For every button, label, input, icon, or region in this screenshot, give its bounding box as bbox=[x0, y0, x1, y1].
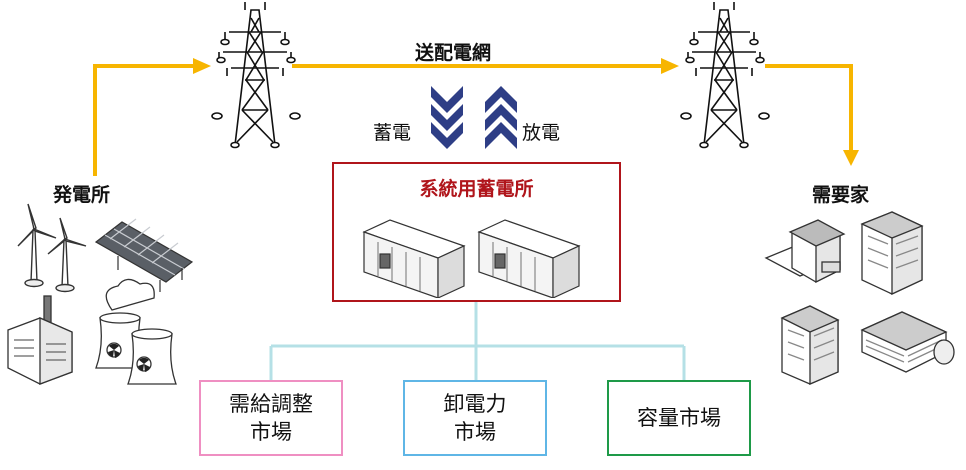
market-connector-lines bbox=[269, 302, 686, 380]
nuclear-plant-icon bbox=[95, 278, 177, 385]
grid-label: 送配電網 bbox=[415, 42, 492, 64]
market-capacity-box: 容量市場 bbox=[607, 380, 751, 456]
transmission-tower-icon bbox=[211, 2, 301, 149]
market-wholesale-box: 卸電力 市場 bbox=[403, 380, 547, 456]
house-icon bbox=[764, 219, 846, 284]
generation-label: 発電所 bbox=[53, 184, 111, 206]
discharge-arrow-icon bbox=[485, 86, 517, 149]
market-balancing-line1: 需給調整 bbox=[229, 391, 313, 416]
building-icon bbox=[780, 305, 840, 385]
market-wholesale-line1: 卸電力 bbox=[443, 391, 507, 416]
flow-tower-to-demand bbox=[765, 64, 853, 153]
transmission-tower-icon bbox=[680, 2, 770, 149]
storage-title: 系統用蓄電所 bbox=[419, 178, 534, 200]
power-flow-lines bbox=[93, 58, 859, 176]
market-capacity-label: 容量市場 bbox=[637, 405, 721, 430]
discharge-label: 放電 bbox=[522, 122, 561, 144]
demand-label: 需要家 bbox=[812, 184, 870, 206]
building-icon bbox=[860, 311, 955, 373]
battery-container-group bbox=[362, 219, 581, 298]
market-balancing-line2: 市場 bbox=[250, 420, 292, 444]
charge-arrow-icon bbox=[431, 86, 463, 149]
flow-generation-to-tower bbox=[93, 64, 196, 176]
wind-turbine-icon bbox=[47, 217, 87, 293]
market-balancing-box: 需給調整 市場 bbox=[199, 380, 343, 456]
building-icon bbox=[860, 211, 924, 296]
solar-panel-icon bbox=[94, 218, 194, 292]
wind-turbine-icon bbox=[17, 203, 57, 288]
charge-label: 蓄電 bbox=[373, 122, 412, 144]
market-wholesale-line2: 市場 bbox=[454, 420, 496, 444]
battery-container-icon bbox=[362, 219, 466, 298]
battery-container-icon bbox=[477, 219, 581, 298]
factory-icon bbox=[7, 295, 73, 385]
storage-station-box: 系統用蓄電所 bbox=[332, 162, 621, 302]
